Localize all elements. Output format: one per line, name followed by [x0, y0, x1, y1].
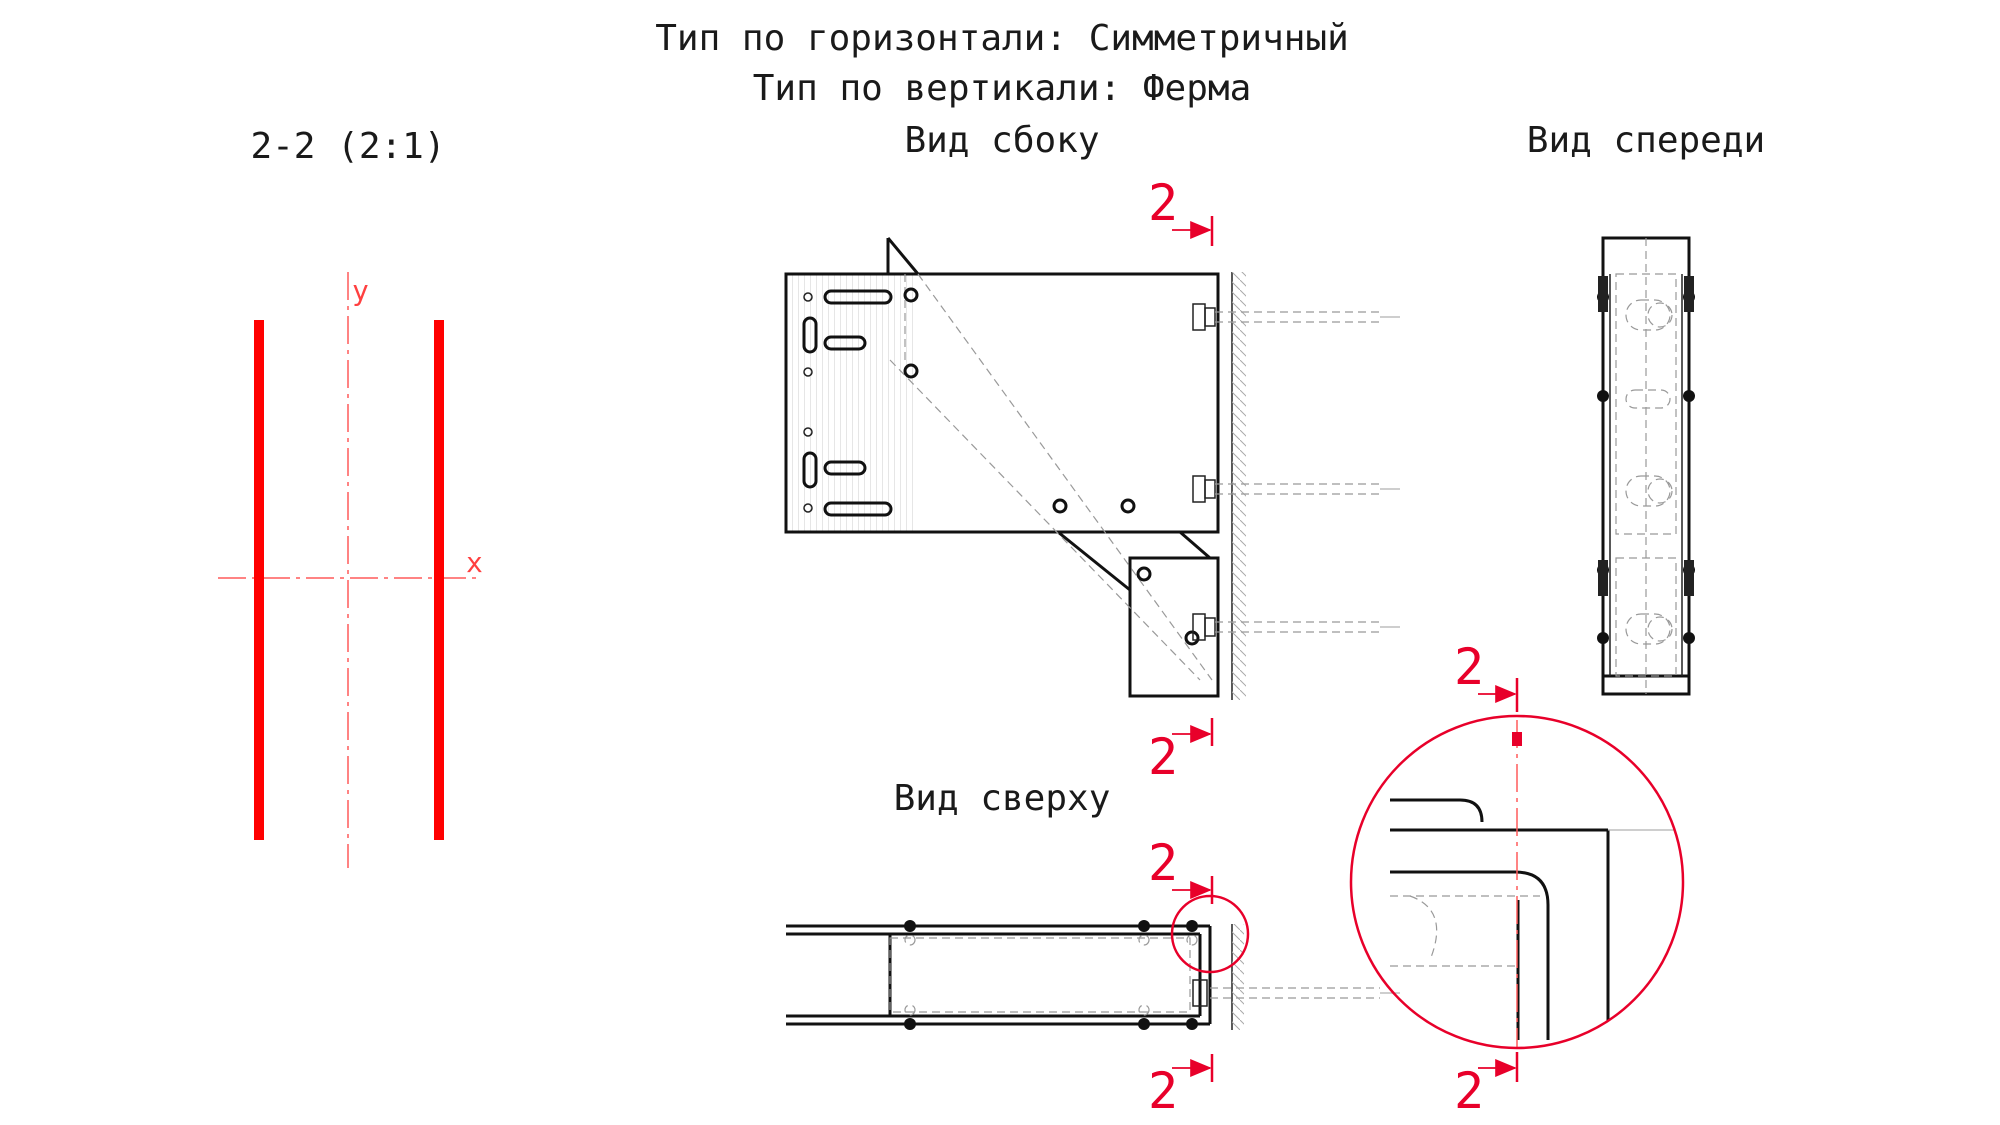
front-clip-2	[1684, 276, 1694, 312]
section-plate-right	[434, 320, 444, 840]
svg-text:2: 2	[1454, 1062, 1484, 1120]
detail-view: 2 2	[1349, 638, 1685, 1120]
section-mark-top-upper: 2	[1148, 834, 1214, 904]
section-view-title: 2-2 (2:1)	[250, 126, 445, 167]
front-slots	[1625, 299, 1673, 645]
vertical-type-title: Тип по вертикали: Ферма	[753, 68, 1252, 109]
detail-strut-curve	[1390, 798, 1484, 823]
bolt-hole-1	[903, 287, 919, 303]
detail-hidden-2	[1409, 895, 1438, 961]
section-mark-detail-upper: 2	[1454, 638, 1519, 712]
anchor-1	[1192, 303, 1400, 331]
front-hidden-upper	[1615, 273, 1677, 535]
top-view-title: Вид сверху	[894, 778, 1111, 819]
hole-s2	[803, 367, 813, 377]
detail-inner-bend	[1390, 870, 1550, 1040]
strut-hidden-2	[889, 359, 1201, 681]
strut-hidden-1	[917, 273, 1213, 681]
side-view-title: Вид сбоку	[904, 120, 1099, 161]
strut-top-edge	[886, 237, 920, 275]
top-bolts	[904, 920, 1198, 1030]
flange-hatch	[786, 274, 918, 532]
anchor-2	[1192, 475, 1400, 503]
front-view	[1597, 236, 1695, 696]
slot-3	[802, 316, 818, 354]
section-2-2-view: y x	[218, 272, 483, 868]
bolt-hole-5	[1136, 566, 1152, 582]
hole-s1	[803, 292, 813, 302]
front-clip-1	[1598, 276, 1608, 312]
bolt-hole-4	[1120, 498, 1136, 514]
main-bracket	[784, 272, 1220, 534]
svg-text:2: 2	[1148, 834, 1178, 892]
anchor-3	[1192, 613, 1400, 641]
svg-text:2: 2	[1148, 728, 1178, 786]
slot-6	[823, 501, 893, 517]
top-anchor	[1192, 979, 1400, 1007]
section-mark-side-bottom: 2	[1148, 718, 1214, 786]
detail-marker	[1512, 732, 1522, 746]
front-clip-3	[1598, 560, 1608, 596]
section-mark-side-top: 2	[1148, 174, 1214, 246]
front-view-title: Вид спереди	[1527, 120, 1765, 161]
slot-5	[802, 451, 818, 489]
lower-bracket	[1128, 556, 1220, 698]
hole-s4	[803, 503, 813, 513]
bolt-hole-6	[1184, 630, 1200, 646]
front-clip-4	[1684, 560, 1694, 596]
top-view: 2 2	[786, 834, 1400, 1120]
side-view: 2 2	[784, 174, 1400, 786]
y-axis-label: y	[352, 274, 369, 307]
wall-hatch	[1232, 272, 1246, 700]
bolt-hole-3	[1052, 498, 1068, 514]
section-mark-top-lower: 2	[1148, 1054, 1214, 1120]
x-axis-label: x	[466, 546, 483, 579]
slot-4	[823, 460, 867, 476]
strut-lower-edge-2	[1179, 530, 1211, 560]
svg-text:2: 2	[1148, 174, 1178, 232]
svg-text:2: 2	[1148, 1062, 1178, 1120]
horizontal-type-title: Тип по горизонтали: Симметричный	[655, 18, 1349, 59]
strut-lower-edge	[1057, 530, 1131, 592]
section-plate-left	[254, 320, 264, 840]
slot-2	[823, 335, 867, 351]
detail-circle	[1349, 714, 1685, 1050]
section-mark-detail-lower: 2	[1454, 1052, 1519, 1120]
top-wall-hatch	[1232, 924, 1244, 1030]
svg-text:2: 2	[1454, 638, 1484, 696]
hole-s3	[803, 427, 813, 437]
slot-1	[823, 289, 893, 305]
bolt-hole-2	[903, 363, 919, 379]
top-hidden-body	[889, 937, 1191, 1013]
